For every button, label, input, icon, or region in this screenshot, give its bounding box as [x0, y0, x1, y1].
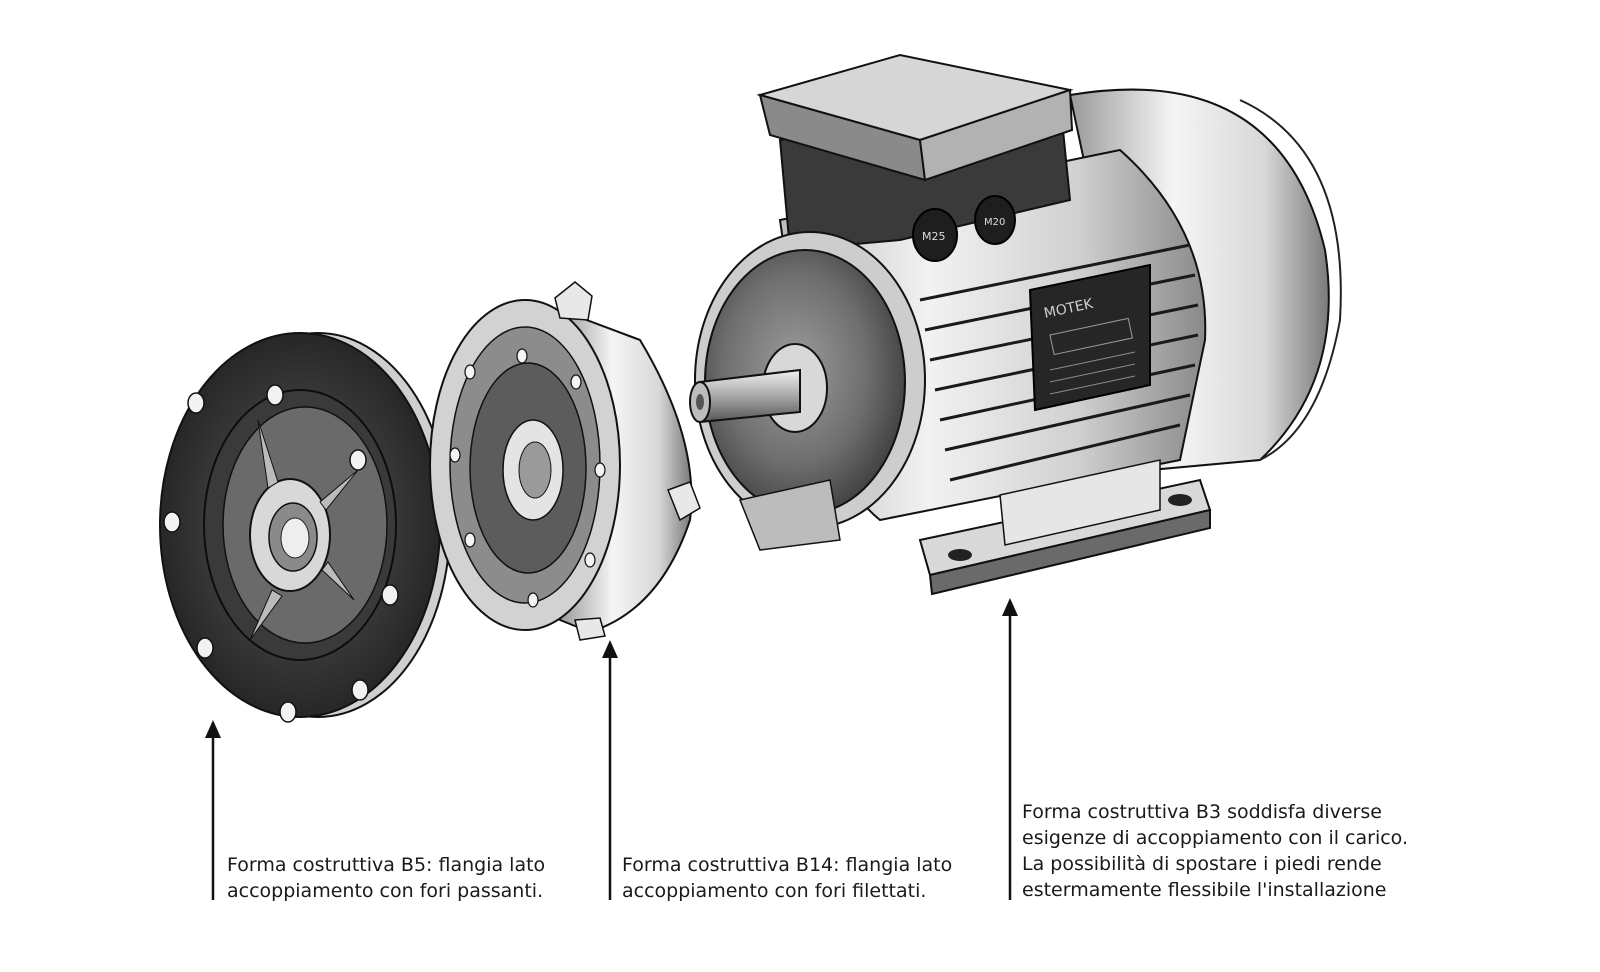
- caption-b14-line-2: accoppiamento con fori filettati.: [622, 880, 927, 902]
- arrow-b14: [602, 640, 618, 900]
- cable-gland-right-label: M20: [984, 217, 1005, 228]
- motor-nameplate: MOTEK: [1028, 263, 1151, 412]
- caption-b5-line-2: accoppiamento con fori passanti.: [227, 880, 544, 902]
- arrow-b3: [1002, 598, 1018, 900]
- b5-flange: [159, 332, 451, 723]
- caption-b3-line-1: Forma costruttiva B3 soddisfa diverse: [1022, 801, 1382, 823]
- caption-b3-line-3: La possibilità di spostare i piedi rende: [1022, 853, 1382, 875]
- arrow-b5: [205, 720, 221, 900]
- caption-b14-line-1: Forma costruttiva B14: flangia lato: [622, 854, 953, 876]
- terminal-box: M25 M20: [756, 53, 1074, 262]
- b14-flange: [429, 281, 701, 641]
- motor-shaft: [689, 368, 801, 424]
- caption-b3-line-4: estermamente flessibile l'installazione: [1022, 879, 1387, 901]
- caption-b3-line-2: esigenze di accoppiamento con il carico.: [1022, 827, 1409, 849]
- cable-gland-left-label: M25: [922, 230, 946, 243]
- caption-b3: Forma costruttiva B3 soddisfa diverse es…: [1022, 799, 1408, 903]
- b3-motor: MOTEK M25 M20: [689, 53, 1342, 596]
- caption-b14: Forma costruttiva B14: flangia lato acco…: [622, 852, 952, 904]
- caption-b5-line-1: Forma costruttiva B5: flangia lato: [227, 854, 546, 876]
- motor-feet: [738, 459, 1212, 596]
- caption-b5: Forma costruttiva B5: flangia lato accop…: [227, 852, 545, 904]
